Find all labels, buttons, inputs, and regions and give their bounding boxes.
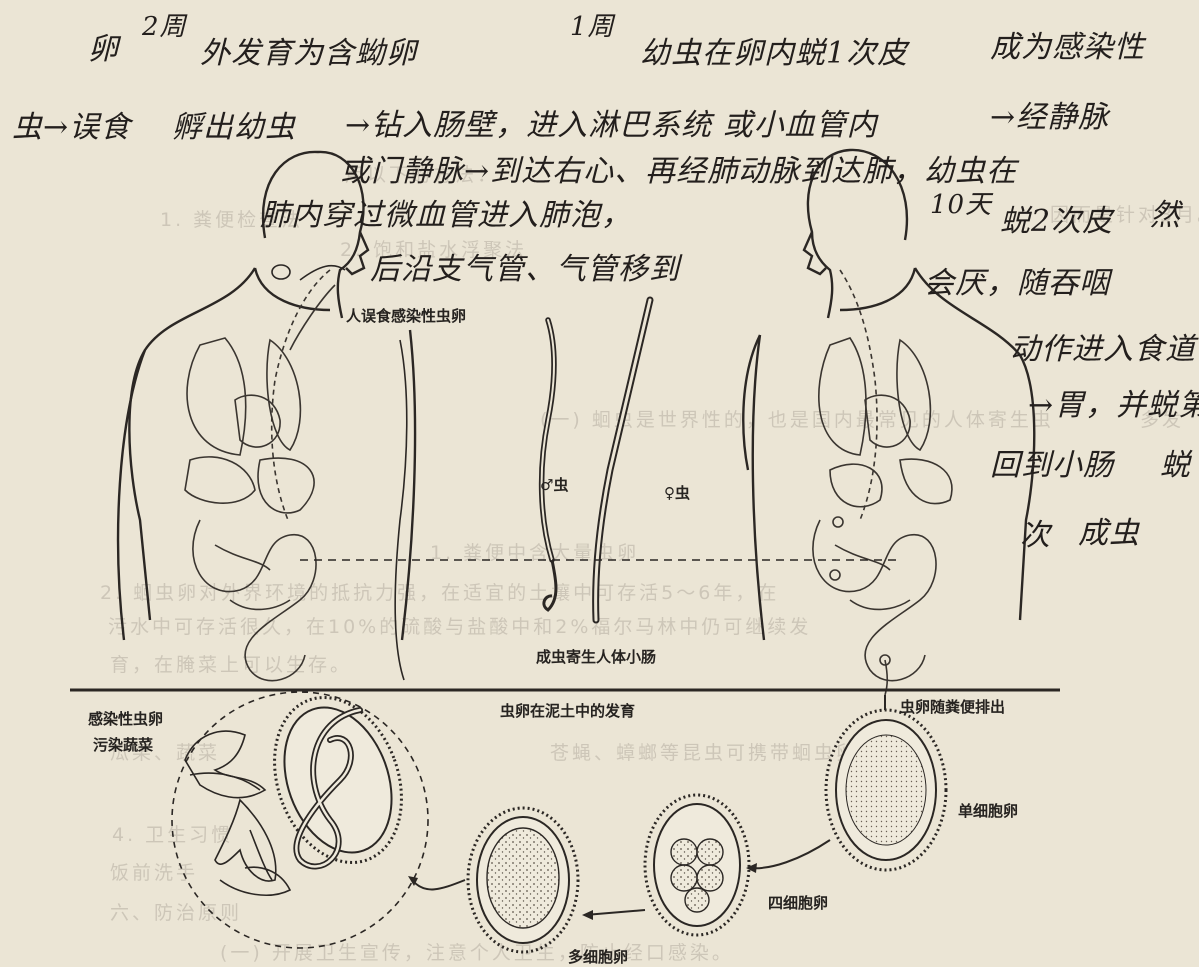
handwriting-line: 或门静脉→到达右心、再经肺动脉到达肺，幼虫在 xyxy=(340,146,1017,190)
handwriting-line: 肺内穿过微血管进入肺泡， xyxy=(260,190,632,234)
label-adult-in-intestine: 成虫寄生人体小肠 xyxy=(536,646,656,667)
handwriting-line: 回到小肠 xyxy=(990,440,1114,484)
label-single-cell-egg: 单细胞卵 xyxy=(958,800,1018,821)
handwriting-line: 成虫 xyxy=(1078,508,1140,552)
handwriting-line: 次 xyxy=(1020,510,1051,554)
handwriting-line: →经静脉 xyxy=(990,92,1109,136)
handwriting-line: →胃，并蜕第 xyxy=(1028,380,1199,424)
label-female-worm: ♀虫 xyxy=(664,482,690,503)
handwriting-line: 成为感染性 xyxy=(990,22,1145,66)
right-egg-mark xyxy=(833,517,843,527)
handwriting-line: 后沿支气管、气管移到 xyxy=(370,244,680,288)
male-worm-tail xyxy=(544,560,556,610)
left-arm xyxy=(118,350,145,640)
left-egg-in-mouth xyxy=(272,265,290,279)
handwriting-line: 1周 xyxy=(570,6,615,43)
handwriting-line: 10天 xyxy=(930,184,992,221)
handwriting-line: 蜕 xyxy=(1160,440,1191,484)
right-intestines xyxy=(813,520,936,681)
left-esophagus-path xyxy=(272,270,330,520)
label-excreted: 虫卵随粪便排出 xyxy=(900,696,1005,717)
label-contaminated-veg: 污染蔬菜 xyxy=(93,734,153,755)
handwriting-line: 然 xyxy=(1150,190,1181,234)
arrow-four-to-multi xyxy=(585,910,645,915)
label-male-worm: ♂虫 xyxy=(540,474,568,495)
handwriting-line: 蜕2次皮 xyxy=(1000,196,1113,240)
left-airway xyxy=(290,285,335,350)
left-face-profile xyxy=(346,232,368,274)
label-four-cell-egg: 四细胞卵 xyxy=(768,892,828,913)
left-liver xyxy=(185,457,255,503)
infective-egg xyxy=(172,680,428,948)
right-egg-mark xyxy=(830,570,840,580)
single-cell-egg xyxy=(826,710,946,870)
label-ingest: 人误食感染性虫卵 xyxy=(346,305,466,326)
label-soil-development: 虫卵在泥土中的发育 xyxy=(500,700,635,721)
arrow-single-to-four xyxy=(750,840,830,868)
left-organs xyxy=(185,270,335,681)
vegetable-leaves xyxy=(185,731,290,895)
label-infective-egg: 感染性虫卵 xyxy=(88,708,163,729)
right-human-figure xyxy=(743,150,1034,640)
label-multi-cell-egg: 多细胞卵 xyxy=(568,946,628,967)
four-cell-egg xyxy=(645,795,749,935)
handwriting-line: 外发育为含蚴卵 xyxy=(200,28,417,72)
left-stomach xyxy=(258,458,314,513)
right-face-profile xyxy=(804,232,826,274)
handwriting-line: 幼虫在卵内蜕1次皮 xyxy=(640,28,908,72)
left-intestines xyxy=(193,520,316,681)
handwriting-line: 2周 xyxy=(142,6,187,43)
handwriting-line: 动作进入食道 xyxy=(1010,324,1196,368)
right-stomach xyxy=(830,464,882,507)
handwriting-line: →钻入肠壁，进入淋巴系统 或小血管内 xyxy=(345,100,878,144)
right-liver xyxy=(900,459,952,504)
handwriting-line: 卵 xyxy=(88,24,119,68)
handwriting-line: 虫→误食 xyxy=(12,102,131,146)
arrow-to-infective xyxy=(412,880,465,889)
handwriting-line: 会厌，随吞咽 xyxy=(924,258,1110,302)
handwriting-line: 孵出幼虫 xyxy=(172,102,296,146)
right-organs xyxy=(813,270,952,695)
multi-cell-egg xyxy=(468,808,578,952)
female-worm xyxy=(596,300,650,620)
pointer-line xyxy=(395,340,407,680)
